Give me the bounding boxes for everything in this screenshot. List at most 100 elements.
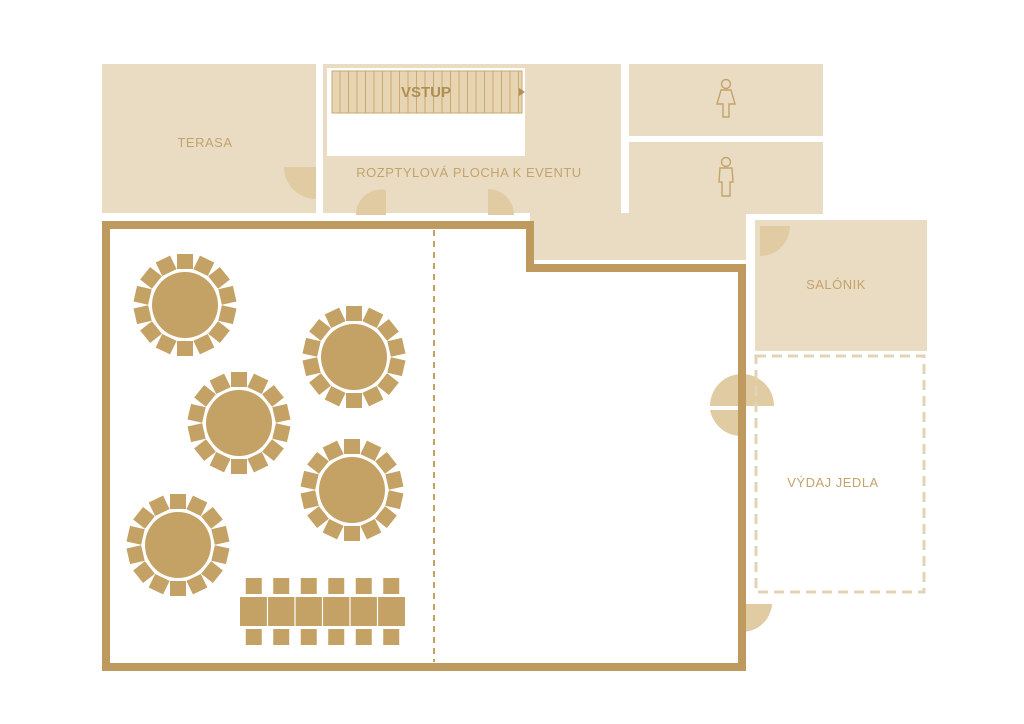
room-label-lobby: ROZPTYLOVÁ PLOCHA K EVENTU <box>356 165 581 180</box>
chair <box>385 470 404 490</box>
vydaj-zone[interactable] <box>754 354 926 594</box>
round-table-top <box>152 272 218 338</box>
chair <box>272 403 291 423</box>
chair <box>177 254 193 269</box>
chair <box>245 578 262 594</box>
terasa-room[interactable] <box>102 64 316 213</box>
chair <box>309 318 331 341</box>
chair <box>300 578 317 594</box>
chair <box>344 439 360 454</box>
chair <box>273 578 290 594</box>
round-tables <box>126 254 406 596</box>
chair <box>208 266 230 289</box>
chair <box>218 305 237 325</box>
chair <box>322 440 344 462</box>
chair <box>133 305 152 325</box>
chair <box>247 451 269 473</box>
banquet-table[interactable] <box>240 578 405 645</box>
male-figure-icon <box>718 156 734 197</box>
chair <box>346 393 362 408</box>
room-label-vydaj: VÝDAJ JEDLA <box>787 475 878 490</box>
entrance-arrow-icon <box>519 88 525 96</box>
chair <box>231 372 247 387</box>
door-hall-vydaj-upper <box>710 410 742 437</box>
chair <box>272 423 291 443</box>
chair <box>170 494 186 509</box>
room-label-terasa: TERASA <box>177 135 232 150</box>
chair <box>344 526 360 541</box>
chair <box>245 629 262 645</box>
chair <box>208 321 230 344</box>
chair <box>328 629 345 645</box>
chair <box>133 506 155 529</box>
restroom-men[interactable] <box>629 142 823 214</box>
door-salonik[interactable] <box>760 226 790 256</box>
chair <box>155 333 177 355</box>
chair <box>300 470 319 490</box>
chair <box>300 490 319 510</box>
chair <box>362 307 384 329</box>
chair <box>362 385 384 407</box>
chair <box>126 545 145 565</box>
chair <box>307 506 329 529</box>
round-table[interactable] <box>133 254 237 356</box>
round-table-top <box>206 390 272 456</box>
chair <box>170 581 186 596</box>
chair <box>307 451 329 474</box>
round-table-top <box>319 457 385 523</box>
chair <box>355 629 372 645</box>
main-hall-wall <box>102 221 746 671</box>
chair <box>375 451 397 474</box>
chair <box>133 561 155 584</box>
chair <box>383 578 400 594</box>
chair <box>377 318 399 341</box>
chair <box>302 337 321 357</box>
chair <box>194 439 216 462</box>
chair <box>193 255 215 277</box>
door-hall-bottom[interactable] <box>742 604 772 633</box>
chair <box>383 629 400 645</box>
door-terasa[interactable] <box>284 167 316 199</box>
chair <box>186 495 208 517</box>
chair <box>201 561 223 584</box>
restroom-women[interactable] <box>629 64 823 136</box>
room-label-vstup: VSTUP <box>401 84 451 101</box>
chair <box>387 357 406 377</box>
chair <box>355 578 372 594</box>
round-table[interactable] <box>300 439 404 541</box>
chair <box>140 266 162 289</box>
chair <box>324 307 346 329</box>
chair <box>187 423 206 443</box>
chair <box>377 373 399 396</box>
corridor <box>530 213 746 260</box>
round-table-top <box>321 324 387 390</box>
chair <box>385 490 404 510</box>
chair <box>209 451 231 473</box>
chair <box>155 255 177 277</box>
chair <box>247 373 269 395</box>
chair <box>209 373 231 395</box>
chair <box>360 518 382 540</box>
chair <box>328 578 345 594</box>
chair <box>262 384 284 407</box>
round-table[interactable] <box>187 372 291 474</box>
round-table[interactable] <box>302 306 406 408</box>
door-lobby-right[interactable] <box>488 189 514 215</box>
chair <box>211 545 230 565</box>
chair <box>201 506 223 529</box>
chair <box>211 525 230 545</box>
chair <box>300 629 317 645</box>
door-lobby-left[interactable] <box>355 189 386 215</box>
room-label-salonik: SALÓNIK <box>806 277 866 292</box>
round-table[interactable] <box>126 494 230 596</box>
chair <box>302 357 321 377</box>
chair <box>231 459 247 474</box>
chair <box>262 439 284 462</box>
chair <box>148 573 170 595</box>
entrance-stairs[interactable] <box>331 70 523 114</box>
chair <box>177 341 193 356</box>
female-figure-icon <box>716 78 736 118</box>
chair <box>133 285 152 305</box>
chair <box>273 629 290 645</box>
